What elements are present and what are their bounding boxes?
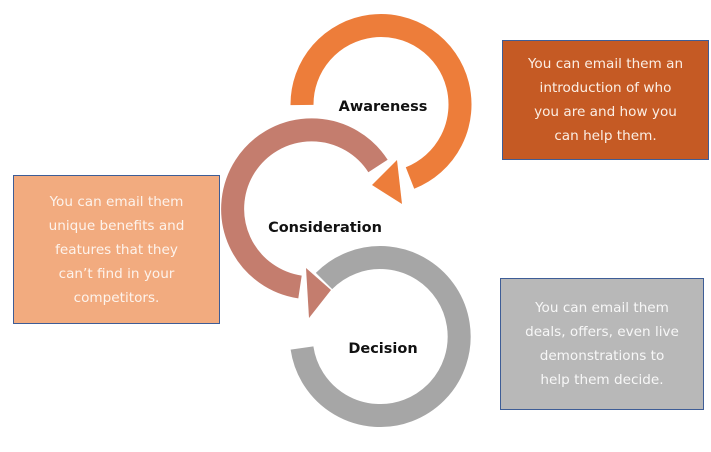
decision-description-box: You can email them deals, offers, even l… (500, 278, 704, 410)
stage-label-consideration: Consideration (268, 220, 382, 236)
consideration-description-box: You can email them unique benefits and f… (13, 175, 220, 324)
decision-description-text: You can email them deals, offers, even l… (525, 300, 679, 388)
awareness-description-text: You can email them an introduction of wh… (527, 56, 684, 144)
consideration-arc-arrow (221, 118, 388, 318)
consideration-arc (221, 118, 388, 299)
consideration-description-text: You can email them unique benefits and f… (48, 193, 185, 306)
decision-arc (290, 246, 471, 427)
awareness-arrowhead-icon (372, 160, 402, 204)
decision-ring (290, 246, 471, 427)
consideration-arrowhead-icon (306, 268, 331, 318)
awareness-arc (290, 14, 472, 189)
stage-label-decision: Decision (348, 341, 417, 357)
awareness-arc-arrow (290, 14, 472, 204)
awareness-description-box: You can email them an introduction of wh… (502, 40, 709, 160)
stage-label-awareness: Awareness (339, 99, 428, 115)
